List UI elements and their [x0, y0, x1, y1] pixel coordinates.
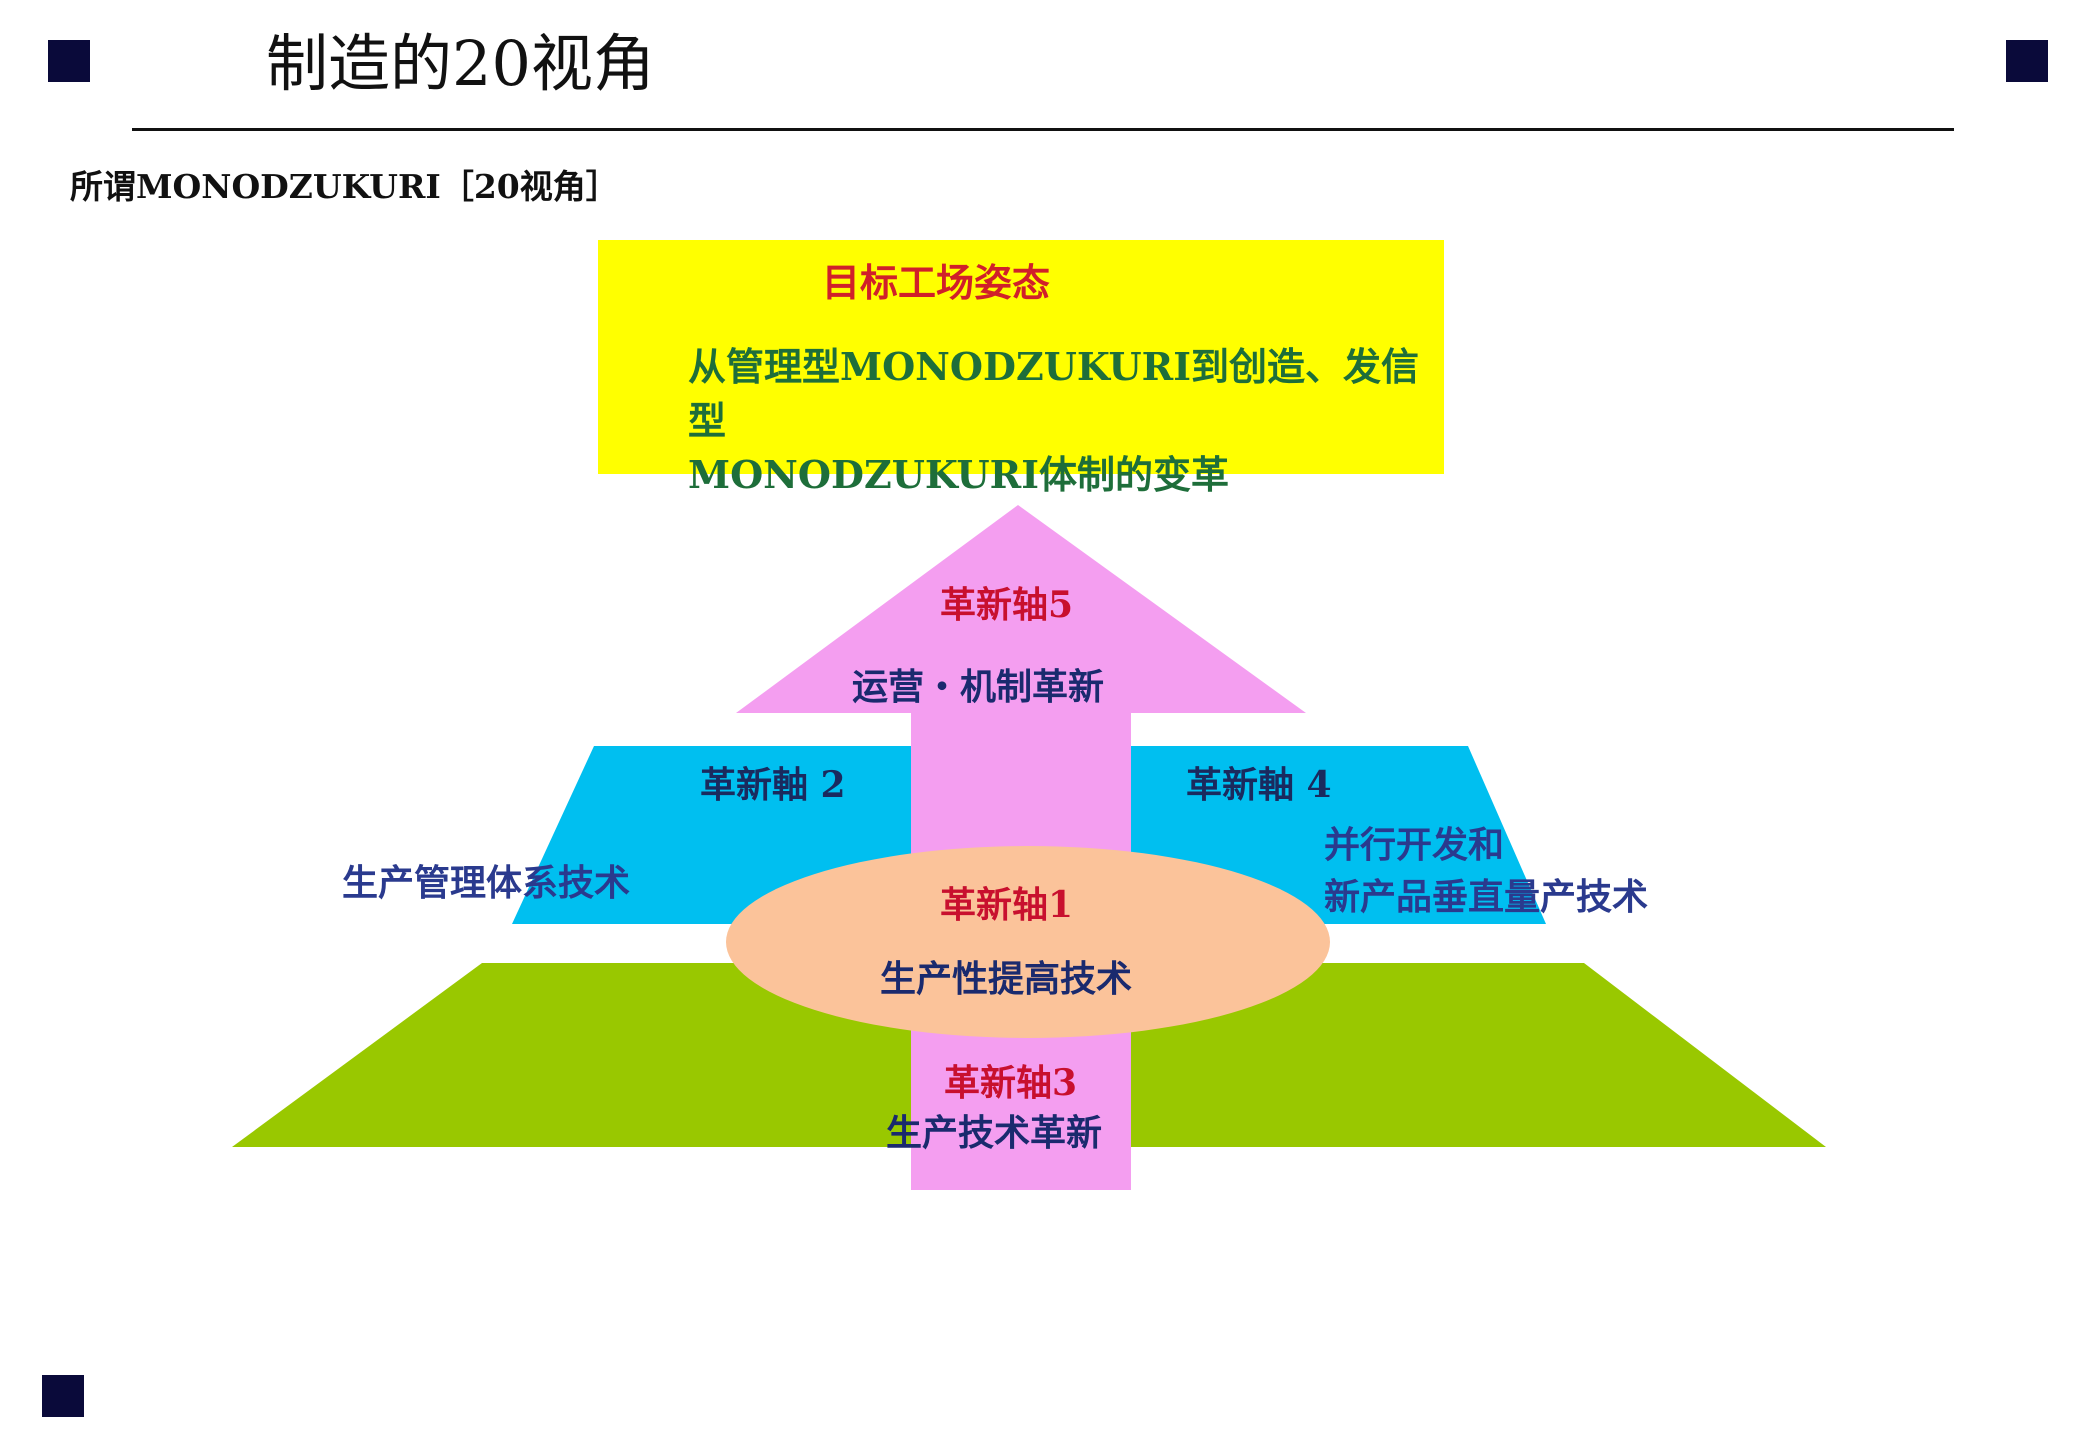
corner-square-top-left: [48, 40, 90, 82]
axis4-text-line-2: 新产品垂直量产技术: [1324, 876, 1649, 918]
subtitle: 所谓MONODZUKURI［20视角］: [70, 167, 619, 206]
axis2-label: 革新軸 2: [700, 764, 846, 806]
axis1-label: 革新轴1: [940, 884, 1074, 926]
goal-title: 目标工场姿态: [822, 260, 1051, 305]
title-divider: [132, 128, 1954, 131]
goal-line-1: 从管理型MONODZUKURI到创造、发信型: [688, 344, 1420, 443]
axis4-label: 革新軸 4: [1186, 764, 1332, 806]
corner-square-top-right: [2006, 40, 2048, 82]
axis5-text: 运营・机制革新: [852, 666, 1105, 708]
axis2-text: 生产管理体系技术: [342, 862, 631, 904]
page-title: 制造的20视角: [266, 27, 655, 100]
axis5-label: 革新轴5: [940, 584, 1074, 626]
goal-description: 从管理型MONODZUKURI到创造、发信型 MONODZUKURI体制的变革: [688, 340, 1428, 502]
goal-line-2: MONODZUKURI体制的变革: [688, 452, 1229, 497]
goal-box: [598, 240, 1444, 474]
axis1-center-ellipse: [726, 846, 1330, 1038]
axis3-text: 生产技术革新: [886, 1112, 1103, 1154]
corner-square-bottom-left: [42, 1375, 84, 1417]
axis4-text-line-1: 并行开发和: [1324, 824, 1505, 866]
axis1-text: 生产性提高技术: [880, 958, 1133, 1000]
axis3-label: 革新轴3: [944, 1062, 1078, 1104]
